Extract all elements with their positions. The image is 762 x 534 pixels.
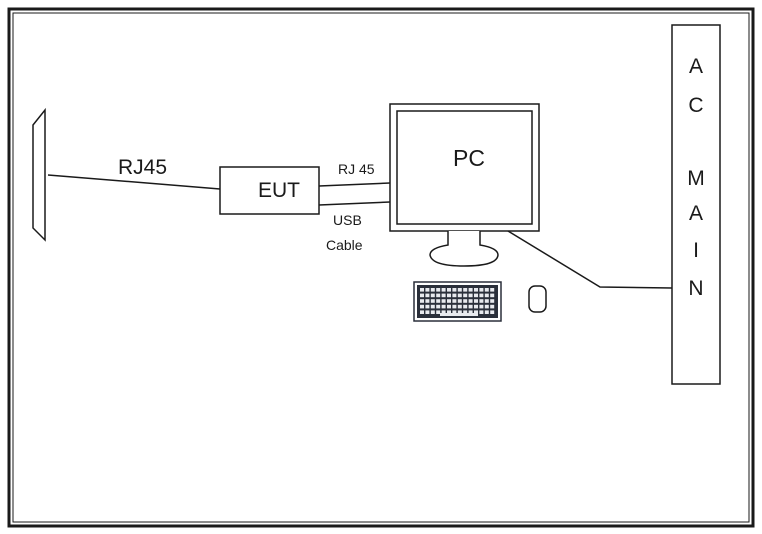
- keyboard-key: [468, 304, 473, 309]
- keyboard-key: [463, 288, 468, 292]
- keyboard-key: [484, 304, 489, 309]
- keyboard-key: [425, 299, 430, 303]
- keyboard-key: [447, 293, 451, 298]
- keyboard-key: [490, 310, 495, 314]
- keyboard-key: [441, 299, 446, 303]
- keyboard-key: [457, 310, 462, 314]
- pc-label: PC: [453, 145, 485, 171]
- keyboard-key: [436, 304, 441, 309]
- keyboard-key: [436, 288, 441, 292]
- usb-cable-label-line2: Cable: [326, 237, 363, 253]
- keyboard-key: [468, 299, 473, 303]
- keyboard-key: [420, 288, 424, 292]
- keyboard-key: [441, 288, 446, 292]
- ac-main-letter: I: [693, 239, 699, 262]
- keyboard-key: [463, 310, 468, 314]
- keyboard-key: [452, 293, 457, 298]
- keyboard-key: [447, 299, 451, 303]
- keyboard-key: [457, 304, 462, 309]
- eut-label: EUT: [258, 179, 300, 202]
- keyboard-key: [441, 293, 446, 298]
- keyboard-key: [468, 288, 473, 292]
- keyboard-key: [436, 310, 441, 314]
- keyboard-key: [490, 299, 495, 303]
- keyboard-key: [420, 293, 424, 298]
- keyboard-key: [425, 304, 430, 309]
- monitor-stand: [429, 231, 499, 267]
- keyboard-icon: [413, 281, 502, 322]
- keyboard-key: [479, 310, 484, 314]
- keyboard-key: [430, 293, 435, 298]
- usb-cable-line: [318, 201, 391, 206]
- keyboard-key: [441, 310, 446, 314]
- keyboard-key: [457, 293, 462, 298]
- keyboard-key: [452, 310, 457, 314]
- keyboard-key: [436, 299, 441, 303]
- inner-frame: [12, 12, 750, 523]
- monitor-screen: [396, 110, 533, 225]
- rj45-pc-label: RJ 45: [338, 161, 375, 177]
- keyboard-key: [430, 288, 435, 292]
- usb-cable-label-line1: USB: [333, 212, 362, 228]
- ac-main-letter: A: [688, 55, 703, 78]
- keyboard-key: [452, 299, 457, 303]
- rj45-cable-label: RJ45: [118, 156, 168, 179]
- keyboard-key: [479, 299, 484, 303]
- keyboard-key: [425, 293, 430, 298]
- keyboard-key: [420, 304, 424, 309]
- keyboard-key: [452, 288, 457, 292]
- mouse-icon: [528, 285, 547, 313]
- keyboard-key: [447, 288, 451, 292]
- keyboard-key: [484, 310, 489, 314]
- ac-main-letter: A: [688, 202, 703, 225]
- keyboard-key: [490, 293, 495, 298]
- keyboard-key: [463, 299, 468, 303]
- keyboard-key: [474, 310, 478, 314]
- keyboard-key: [474, 304, 478, 309]
- keyboard-key: [457, 299, 462, 303]
- keyboard-key: [474, 299, 478, 303]
- keyboard-key: [484, 299, 489, 303]
- keyboard-key: [479, 288, 484, 292]
- keyboard-key: [463, 304, 468, 309]
- keyboard-key: [490, 288, 495, 292]
- keyboard-key: [468, 293, 473, 298]
- keyboard-key: [447, 310, 451, 314]
- keyboard-key: [436, 293, 441, 298]
- keyboard-key: [425, 288, 430, 292]
- eut-box: [219, 166, 320, 215]
- keyboard-key: [479, 293, 484, 298]
- outer-frame: [7, 7, 755, 528]
- rj45-pc-line: [318, 182, 391, 187]
- keyboard-key: [463, 293, 468, 298]
- keyboard-key: [452, 304, 457, 309]
- ac-main-letter: N: [688, 277, 704, 300]
- keyboard-key: [441, 304, 446, 309]
- keyboard-key: [430, 304, 435, 309]
- keyboard-key: [447, 304, 451, 309]
- keyboard-spacebar: [440, 313, 478, 316]
- keyboard-key: [430, 299, 435, 303]
- network-port-shape: [32, 107, 46, 242]
- ac-main-letter: C: [688, 94, 704, 117]
- keyboard-key: [484, 293, 489, 298]
- keyboard-key: [425, 310, 430, 314]
- keyboard-key: [420, 299, 424, 303]
- ac-main-box: [671, 24, 721, 385]
- keyboard-key: [457, 288, 462, 292]
- power-cable-line: [507, 230, 673, 289]
- keyboard-key: [474, 288, 478, 292]
- keyboard-key: [490, 304, 495, 309]
- ac-main-letter: M: [687, 167, 705, 190]
- keyboard-key: [420, 310, 424, 314]
- keyboard-key: [430, 310, 435, 314]
- keyboard-key: [479, 304, 484, 309]
- keyboard-key: [484, 288, 489, 292]
- keyboard-key: [474, 293, 478, 298]
- rj45-cable-line: [47, 174, 221, 190]
- keyboard-key: [468, 310, 473, 314]
